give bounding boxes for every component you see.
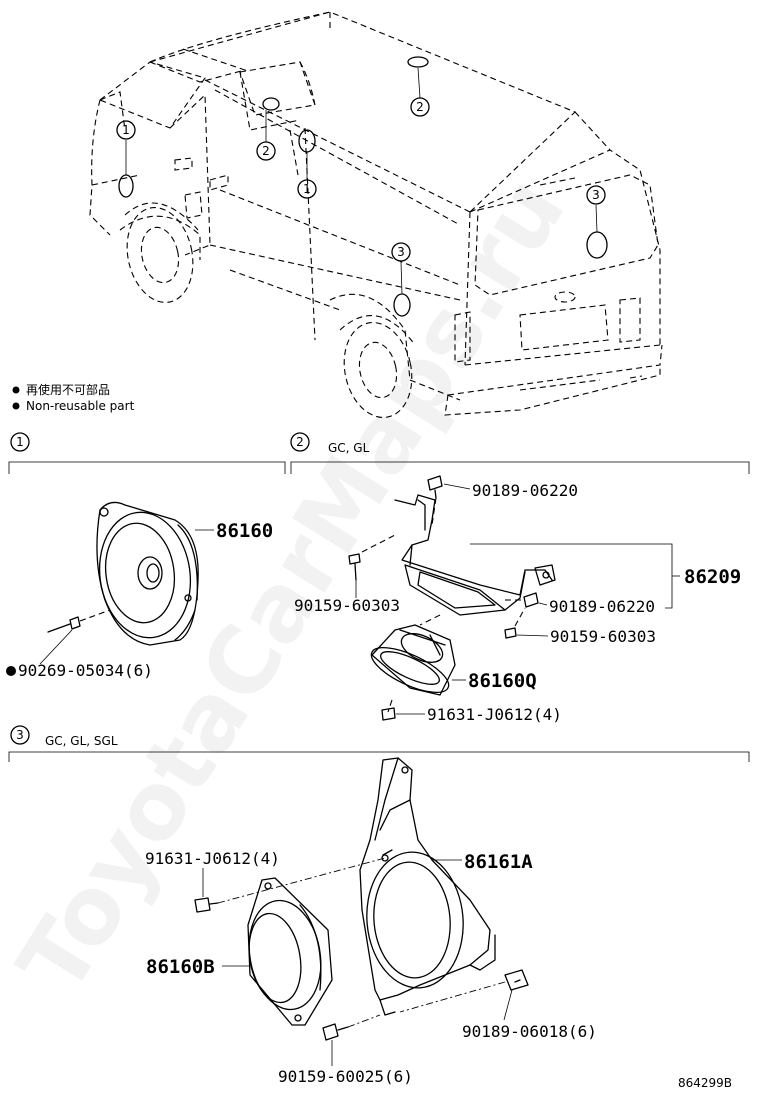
section-2-note: GC, GL — [328, 441, 370, 455]
part-90269-05034: 90269-05034(6) — [18, 661, 153, 680]
part-86160: 86160 — [216, 520, 273, 542]
diagram-reference-number: 864299B — [678, 1076, 732, 1090]
screw-91631-j0612-b — [194, 857, 386, 913]
screw-90189-06220-top — [427, 475, 471, 526]
speaker-86160b — [247, 877, 333, 1026]
section-1-number: 1 — [16, 435, 24, 449]
svg-text:2: 2 — [416, 100, 424, 114]
speaker-86160q — [370, 614, 456, 713]
van-callout-1a: 1 — [116, 120, 136, 140]
van-callout-3a: 3 — [586, 185, 606, 205]
screw-90189-06220-right — [505, 592, 548, 608]
section-2-header: 2 GC, GL — [290, 432, 750, 474]
part-86160b: 86160B — [146, 956, 215, 978]
bracket-86209 — [394, 494, 556, 616]
van-callout-3b: 3 — [391, 242, 411, 262]
svg-text:1: 1 — [303, 182, 311, 196]
part-90189-06220-b: 90189-06220 — [549, 597, 655, 616]
part-91631-j0612-b: 91631-J0612(4) — [145, 849, 280, 868]
bullet-icon — [12, 402, 20, 410]
part-91631-j0612-a: 91631-J0612(4) — [427, 705, 562, 724]
section-3-note: GC, GL, SGL — [45, 734, 118, 748]
legend: 再使用不可部品 Non-reusable part — [12, 382, 135, 413]
part-90159-60025: 90159-60025(6) — [278, 1067, 413, 1086]
non-reusable-bullet-icon — [6, 666, 16, 676]
screw-90159-60303-left — [348, 534, 396, 598]
bracket-86161a — [359, 757, 496, 1016]
svg-text:1: 1 — [122, 123, 130, 137]
svg-text:2: 2 — [262, 144, 270, 158]
legend-en: Non-reusable part — [26, 399, 135, 413]
part-90159-60303-a: 90159-60303 — [294, 596, 400, 615]
part-90189-06018: 90189-06018(6) — [462, 1022, 597, 1041]
part-86161a: 86161A — [464, 851, 533, 873]
watermark: ToyotaCarMaps.ru — [0, 159, 586, 1011]
van-callout-2a: 2 — [256, 141, 276, 161]
section-3-header: 3 GC, GL, SGL — [8, 725, 750, 762]
legend-jp: 再使用不可部品 — [26, 382, 110, 397]
part-86209: 86209 — [684, 566, 741, 588]
van-callout-2b: 2 — [410, 97, 430, 117]
van-callout-1b: 1 — [297, 179, 317, 199]
section-3-number: 3 — [16, 728, 24, 742]
screw-91631-j0612-a — [381, 707, 425, 721]
section-2-number: 2 — [296, 435, 304, 449]
part-90159-60303-b: 90159-60303 — [550, 627, 656, 646]
screw-90159-60025 — [322, 1014, 381, 1066]
van-illustration — [89, 11, 663, 418]
bullet-icon — [12, 386, 20, 394]
screw-90159-60303-right — [504, 607, 549, 639]
speaker-86160 — [96, 501, 199, 646]
svg-text:3: 3 — [397, 245, 405, 259]
svg-text:3: 3 — [592, 188, 600, 202]
part-90189-06220-a: 90189-06220 — [472, 481, 578, 500]
part-86160q: 86160Q — [468, 670, 537, 692]
clip-90189-06018 — [399, 969, 529, 1021]
section-1-header: 1 — [8, 432, 286, 474]
screw-90269 — [39, 609, 111, 665]
